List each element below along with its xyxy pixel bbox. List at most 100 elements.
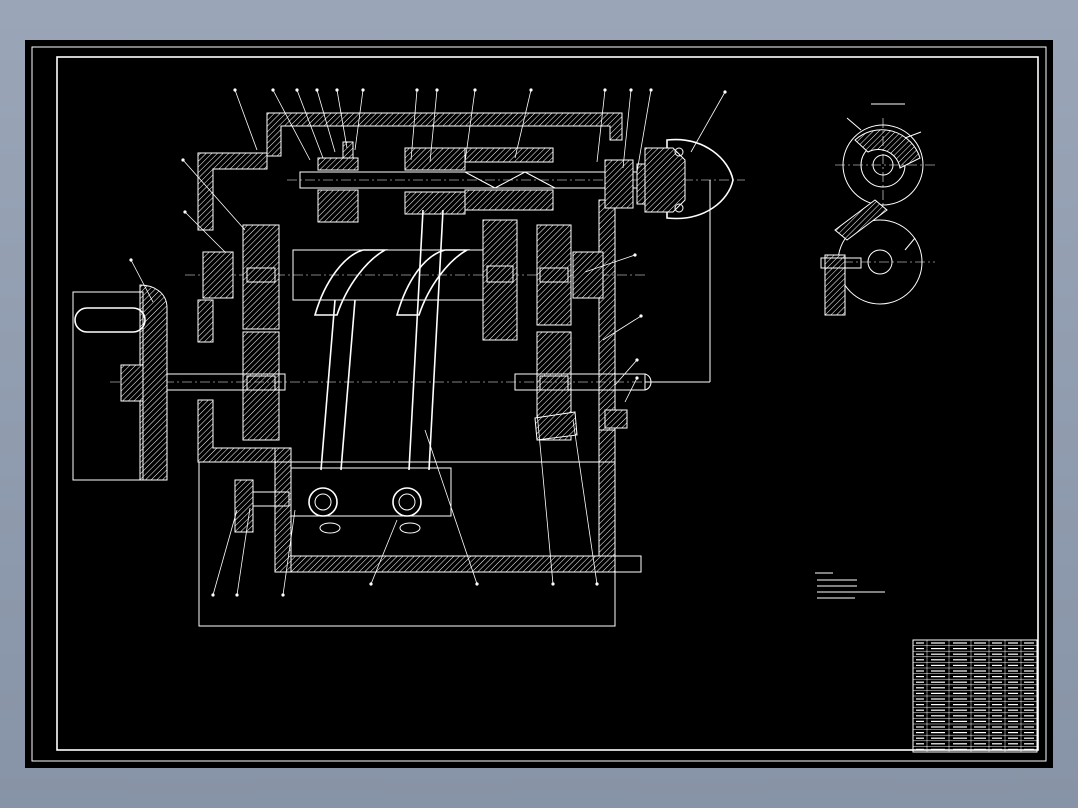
hook-hatch [644, 147, 686, 213]
part-balloon[interactable] [183, 210, 187, 214]
detail-leader-1 [846, 117, 862, 131]
part-balloon[interactable] [211, 593, 215, 597]
helical-cam-2 [395, 249, 471, 316]
housing-right-lower [598, 429, 616, 573]
lower-bracket [604, 409, 628, 429]
detail-leader-2 [904, 131, 922, 139]
clamp-left-inner [314, 493, 332, 511]
right-gear-upper [482, 219, 518, 341]
part-balloon[interactable] [629, 88, 633, 92]
leader-line [272, 89, 311, 161]
connecting-rod-left [320, 299, 356, 471]
leader-line [536, 411, 554, 585]
part-balloon[interactable] [315, 88, 319, 92]
leader-line [370, 519, 398, 585]
parts-list-table[interactable] [912, 639, 1038, 753]
part-balloon[interactable] [235, 593, 239, 597]
handwheel-rim [139, 284, 168, 481]
worm-thread [464, 171, 556, 189]
technical-notes [815, 572, 885, 599]
clamp-left-foot [319, 522, 341, 534]
part-balloon[interactable] [649, 88, 653, 92]
part-balloon[interactable] [335, 88, 339, 92]
leader-line [410, 89, 418, 161]
leader-line [130, 259, 154, 303]
leader-line [236, 507, 251, 596]
outer-border [31, 46, 1047, 762]
part-balloon[interactable] [435, 88, 439, 92]
top-gear-hub-b [404, 191, 466, 215]
part-balloon[interactable] [603, 88, 607, 92]
part-balloon[interactable] [233, 88, 237, 92]
part-balloon[interactable] [473, 88, 477, 92]
hook-pin-top [674, 147, 684, 157]
part-balloon[interactable] [415, 88, 419, 92]
part-balloon[interactable] [129, 258, 133, 262]
leader-line [316, 89, 336, 153]
leader-line [354, 89, 364, 151]
part-balloon[interactable] [271, 88, 275, 92]
housing-left-upper [197, 152, 268, 231]
leader-line [572, 419, 598, 585]
detail-leader-3 [904, 237, 916, 251]
part-balloon[interactable] [635, 358, 639, 362]
detail-arm [834, 199, 888, 241]
top-collar [342, 141, 354, 159]
part-balloon[interactable] [723, 90, 727, 94]
leader-line [614, 359, 638, 386]
insert-hatch [534, 411, 578, 441]
left-hub-upper [202, 251, 234, 299]
leader-line [234, 89, 258, 151]
leader-line [602, 315, 642, 341]
part-balloon[interactable] [181, 158, 185, 162]
leader-line [690, 91, 726, 153]
leader-line [464, 89, 476, 163]
part-balloon[interactable] [633, 253, 637, 257]
detail-bolt [820, 257, 862, 269]
part-balloon[interactable] [475, 582, 479, 586]
part-balloon[interactable] [529, 88, 533, 92]
part-balloon[interactable] [595, 582, 599, 586]
housing-bottom-left [274, 447, 292, 573]
leader-line [624, 377, 638, 403]
part-balloon[interactable] [369, 582, 373, 586]
leader-line [212, 509, 238, 596]
top-bearing-left-b [317, 189, 359, 223]
part-balloon[interactable] [281, 593, 285, 597]
helical-cam-1 [313, 249, 389, 316]
right-hub [572, 251, 604, 299]
leader-line [622, 89, 632, 169]
right-shaft-stub [614, 555, 642, 573]
handwheel-hub [120, 364, 144, 402]
leader-line [184, 211, 226, 253]
gearbox-assembly[interactable] [72, 112, 745, 627]
detail-upper-hatch [854, 129, 921, 169]
top-nut-upper [464, 147, 554, 163]
part-balloon[interactable] [361, 88, 365, 92]
clamp-left [308, 487, 338, 517]
leader-line [636, 89, 652, 173]
leader-line [596, 89, 606, 163]
part-balloon[interactable] [551, 582, 555, 586]
part-balloon[interactable] [639, 314, 643, 318]
connecting-rod-right [408, 209, 444, 471]
left-gear-lower [242, 331, 280, 441]
handwheel-handle [74, 307, 146, 333]
housing-right-wall [598, 199, 616, 431]
hook-pin-bottom [674, 203, 684, 213]
top-bearing-left [317, 157, 359, 171]
clamp-right-inner [398, 493, 416, 511]
part-balloon[interactable] [295, 88, 299, 92]
leader-line [429, 89, 438, 163]
housing-left-mid [197, 299, 214, 343]
lever-bolt [252, 491, 290, 507]
clamp-right [392, 487, 422, 517]
drawing-sheet[interactable] [25, 40, 1053, 768]
housing-bottom-wall [282, 555, 616, 573]
right-gear-upper-key [486, 265, 514, 283]
part-balloon[interactable] [635, 376, 639, 380]
inner-border [56, 56, 1039, 751]
detail-view[interactable] [820, 103, 935, 316]
left-gear-upper-key [246, 267, 276, 283]
